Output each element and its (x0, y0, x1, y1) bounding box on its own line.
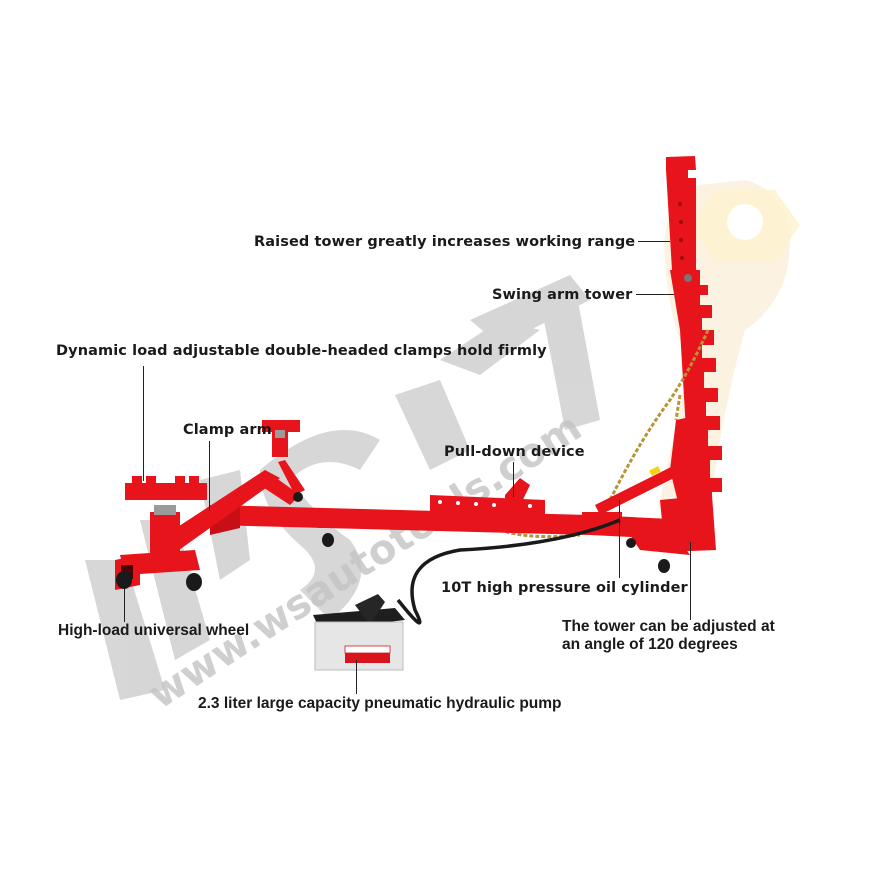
callout-tower-angle-line1: The tower can be adjusted at (562, 618, 775, 635)
tower (666, 156, 722, 545)
leader-line-swing-arm-tower (636, 294, 674, 295)
callout-pull-down-device: Pull-down device (444, 444, 585, 460)
leader-line-wheel (124, 588, 125, 622)
leader-line-oil-cylinder (619, 500, 620, 578)
callout-double-headed-clamps: Dynamic load adjustable double-headed cl… (56, 343, 547, 359)
leader-line-clamp-arm (209, 441, 210, 511)
callout-hydraulic-pump: 2.3 liter large capacity pneumatic hydra… (198, 695, 562, 712)
hydraulic-hose (396, 518, 621, 625)
leader-line-tower-angle (690, 542, 691, 620)
main-beam (210, 465, 716, 555)
hydraulic-pump (313, 594, 405, 671)
callout-tower-angle-line2: an angle of 120 degrees (562, 636, 738, 653)
leader-line-pull-down (513, 462, 514, 497)
callout-clamp-arm: Clamp arm (183, 422, 272, 438)
callout-raised-tower: Raised tower greatly increases working r… (254, 234, 636, 250)
callout-universal-wheel: High-load universal wheel (58, 622, 250, 639)
leader-line-clamps (143, 366, 144, 481)
wheels (116, 492, 670, 591)
leader-line-raised-tower (638, 241, 670, 242)
leader-line-pump (356, 660, 357, 694)
callout-swing-arm-tower: Swing arm tower (492, 287, 633, 303)
clamp-arm (115, 420, 305, 590)
callout-oil-cylinder: 10T high pressure oil cylinder (441, 580, 688, 596)
